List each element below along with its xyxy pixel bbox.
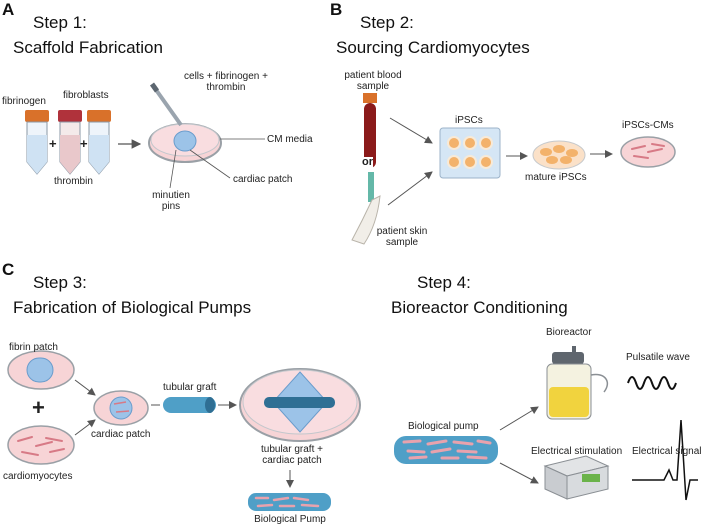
skin-sample-icon	[351, 172, 381, 245]
tube-thrombin	[58, 110, 82, 175]
step4-title: Bioreactor Conditioning	[391, 298, 568, 317]
panel-letter-c: C	[2, 260, 15, 279]
arrow-c1	[74, 379, 96, 396]
step1-label: Step 1:	[33, 13, 87, 32]
arrow-b1	[389, 117, 433, 144]
label-electrical-stimulation: Electrical stimulation	[531, 446, 623, 457]
label-tubular-graft: tubular graft	[163, 382, 217, 393]
dish-cardiac-patch	[93, 390, 149, 426]
step2-title: Sourcing Cardiomyocytes	[336, 38, 530, 57]
blood-tube-icon	[363, 93, 377, 168]
pulsatile-wave-icon	[627, 376, 677, 390]
panel-letter-b: B	[330, 0, 343, 19]
leader-cardiac-patch	[189, 149, 231, 179]
plus-sign-c: +	[32, 395, 45, 420]
step3-title: Fabrication of Biological Pumps	[13, 298, 252, 317]
petri-dish-a	[148, 123, 222, 163]
step2-label: Step 2:	[360, 13, 414, 32]
bio-pump-c-icon	[248, 493, 331, 511]
label-cardiac-patch-c: cardiac patch	[91, 429, 151, 440]
label-bio-pump-d: Biological pump	[408, 421, 479, 432]
label-fibroblasts: fibroblasts	[63, 90, 109, 101]
label-mix: cells + fibrinogen + thrombin	[184, 71, 268, 93]
label-or: or	[362, 156, 373, 168]
electrical-stimulator-icon	[543, 455, 610, 500]
arrow-c2	[74, 419, 96, 436]
label-bioreactor: Bioreactor	[546, 327, 592, 338]
label-cardiac-patch-a: cardiac patch	[233, 174, 293, 185]
dish-fibrin-patch	[7, 350, 75, 390]
arrow-b2	[387, 171, 433, 206]
label-blood-sample: patient blood sample	[344, 70, 402, 92]
label-thrombin: thrombin	[54, 176, 93, 187]
tube-fibroblasts	[87, 110, 111, 175]
label-graft-patch: tubular graft + cardiac patch	[261, 444, 323, 466]
dish-mature-ipscs	[532, 140, 586, 170]
label-ipscs: iPSCs	[455, 115, 483, 126]
step1-title: Scaffold Fabrication	[13, 38, 163, 57]
label-cardiomyocytes: cardiomyocytes	[3, 471, 73, 482]
leader-pins	[169, 149, 177, 189]
well-plate-icon	[439, 127, 501, 179]
label-cm-media: CM media	[267, 134, 313, 145]
label-fibrinogen: fibrinogen	[2, 96, 46, 107]
label-ipscs-cms: iPSCs-CMs	[622, 120, 674, 131]
label-pulsatile-wave: Pulsatile wave	[626, 352, 690, 363]
label-mature-ipscs: mature iPSCs	[525, 172, 587, 183]
pipette-icon	[149, 82, 183, 127]
dish-cardiomyocytes	[7, 425, 75, 465]
step4-label: Step 4:	[417, 273, 471, 292]
plus-sign-1: +	[49, 136, 57, 151]
tubular-graft-icon	[163, 397, 216, 413]
panel-letter-a: A	[2, 0, 15, 19]
dish-ipscs-cms	[620, 136, 676, 168]
label-bio-pump-c: Biological Pump	[254, 514, 326, 525]
step3-label: Step 3:	[33, 273, 87, 292]
electrical-signal-icon	[632, 419, 698, 501]
label-skin-sample: patient skin sample	[376, 226, 428, 248]
label-fibrin-patch: fibrin patch	[9, 342, 58, 353]
arrow-d2	[499, 462, 539, 484]
bioreactor-icon	[546, 346, 609, 420]
dish-graft-patch	[239, 368, 361, 442]
tube-fibrinogen	[25, 110, 49, 175]
arrow-d1	[499, 406, 539, 431]
plus-sign-2: +	[80, 136, 88, 151]
bio-pump-d-icon	[394, 436, 498, 464]
label-electrical-signal: Electrical signal	[632, 446, 702, 457]
label-pins: minutien pins	[152, 190, 190, 212]
